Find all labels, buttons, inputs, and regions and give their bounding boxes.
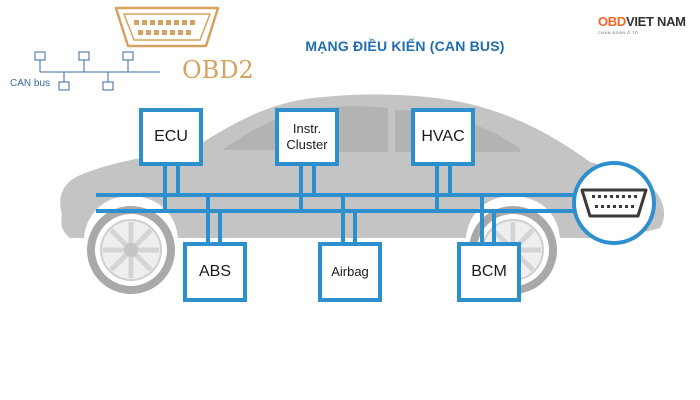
module-hvac-label: HVAC (421, 128, 465, 146)
module-airbag-label: Airbag (331, 264, 369, 280)
brand-name-part1: OBD (598, 14, 626, 29)
module-airbag: Airbag (318, 242, 382, 302)
module-instr-cluster: Instr. Cluster (275, 108, 339, 166)
brand-name: OBDVIET NAM (598, 14, 698, 29)
brand-tagline: CHẨN ĐOÁN Ô TÔ (598, 30, 639, 35)
can-bus-network-icon (34, 51, 160, 91)
rear-wheel-icon (87, 206, 175, 294)
module-abs-label: ABS (198, 263, 231, 281)
module-bcm-label: BCM (471, 263, 507, 281)
module-hvac: HVAC (411, 108, 475, 166)
car-silhouette (60, 94, 665, 238)
obd2-label: OBD2 (182, 56, 254, 84)
module-instr-cluster-label-line2: Cluster (286, 137, 328, 152)
obd2-connector-logo-icon (114, 6, 220, 48)
can-bus-label: CAN bus (10, 78, 51, 89)
page-title: MẠNG ĐIỀU KIỂN (CAN BUS) (305, 38, 505, 54)
obd2-port-icon (572, 161, 656, 245)
brand-logo: OBDVIET NAM CHẨN ĐOÁN Ô TÔ (598, 14, 698, 35)
module-instr-cluster-label-line1: Instr. (292, 121, 322, 137)
brand-name-part2: VIET NAM (626, 14, 686, 29)
module-ecu-label: ECU (154, 128, 188, 146)
can-bus-obd2-logo: CAN bus OBD2 (0, 0, 260, 100)
can-bus-lines (96, 162, 582, 246)
module-abs: ABS (183, 242, 247, 302)
module-ecu: ECU (139, 108, 203, 166)
module-bcm: BCM (457, 242, 521, 302)
